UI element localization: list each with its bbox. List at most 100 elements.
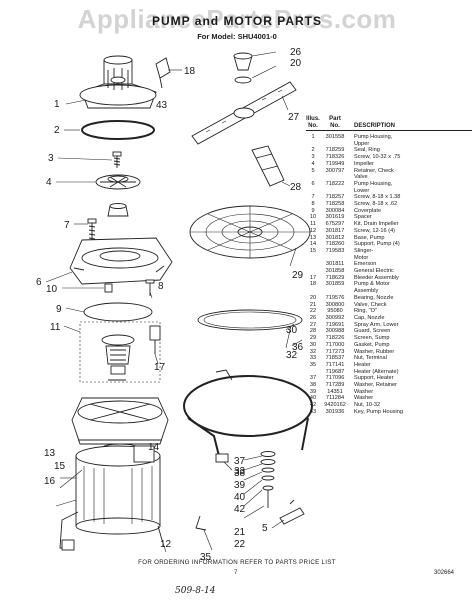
part-bleeder-assembly bbox=[149, 325, 161, 354]
row-description: Key, Pump Housing bbox=[354, 408, 404, 415]
row-illus-no: 27 bbox=[309, 321, 317, 328]
part-motor bbox=[59, 445, 161, 551]
callout-4: 4 bbox=[46, 177, 52, 188]
callout-labels: 1 2 3 4 5 6 7 8 9 10 11 12 13 14 15 16 1… bbox=[36, 47, 304, 563]
callout-3: 3 bbox=[48, 153, 54, 164]
row-part-no: 717141 bbox=[325, 361, 345, 368]
row-part-no: 300797 bbox=[325, 167, 345, 174]
row-description: Motor bbox=[354, 254, 369, 261]
part-screw-8-18-long bbox=[87, 218, 97, 242]
part-screw-12-16 bbox=[157, 525, 163, 541]
callout-16: 16 bbox=[44, 476, 56, 487]
header-part-line2: No. bbox=[330, 123, 340, 129]
row-part-no: 718259 bbox=[325, 147, 345, 154]
row-description: Nut, Terminal bbox=[354, 355, 387, 362]
callout-43: 43 bbox=[156, 100, 168, 111]
header-illus-line2: No. bbox=[308, 123, 318, 129]
row-part-no: 9420162 bbox=[324, 402, 346, 409]
row-part-no: 301812 bbox=[325, 234, 345, 241]
part-screw-8-18-short bbox=[145, 279, 155, 296]
row-description: Pump & Motor bbox=[354, 281, 390, 288]
callout-37: 37 bbox=[234, 456, 246, 467]
row-illus-no: 10 bbox=[309, 214, 317, 221]
callout-35: 35 bbox=[200, 552, 212, 563]
row-description: Pump Housing, bbox=[354, 180, 393, 187]
callout-1: 1 bbox=[54, 99, 60, 110]
row-description: Assembly bbox=[354, 288, 379, 295]
row-illus-no: 3 bbox=[311, 154, 315, 161]
part-check-valve-retainer bbox=[107, 203, 129, 217]
callout-21: 21 bbox=[234, 527, 246, 538]
callout-30: 30 bbox=[286, 325, 298, 336]
part-impeller bbox=[95, 174, 141, 190]
row-illus-no: 5 bbox=[311, 167, 315, 174]
row-description: Coverplate bbox=[354, 207, 382, 214]
part-heater-terminal bbox=[195, 515, 207, 531]
row-part-no: 717289 bbox=[325, 382, 345, 389]
row-description: Upper bbox=[354, 140, 370, 147]
callout-36: 36 bbox=[292, 342, 304, 353]
part-heater-support bbox=[215, 369, 233, 381]
callout-33: 33 bbox=[234, 466, 246, 477]
part-washer-stack bbox=[260, 451, 276, 508]
row-illus-no: 33 bbox=[309, 355, 317, 362]
row-illus-no: 22 bbox=[309, 308, 317, 315]
header-description: DESCRIPTION bbox=[354, 123, 396, 129]
callout-26: 26 bbox=[290, 47, 302, 58]
part-coverplate bbox=[83, 302, 153, 322]
parts-list-row: Valve bbox=[306, 174, 472, 181]
row-illus-no: 7 bbox=[311, 194, 315, 201]
callout-20: 20 bbox=[290, 58, 302, 69]
parts-list-row: 21 300800 Valve, Check bbox=[306, 302, 472, 309]
leader-lines bbox=[45, 51, 303, 553]
row-description: Nut, 10-32 bbox=[354, 402, 381, 409]
row-description: Guard, Screen bbox=[354, 328, 391, 335]
row-part-no: 717273 bbox=[325, 348, 345, 355]
callout-2: 2 bbox=[54, 125, 60, 136]
row-part-no: 300800 bbox=[325, 301, 345, 308]
row-description: Lower bbox=[354, 187, 370, 194]
part-pump-gasket bbox=[197, 309, 303, 331]
row-description: Spacer bbox=[354, 214, 372, 221]
row-illus-no: 13 bbox=[309, 234, 317, 241]
part-drain-impeller-kit bbox=[79, 321, 161, 383]
row-illus-no: 8 bbox=[311, 201, 315, 208]
row-description: General Electric bbox=[354, 268, 394, 275]
header-part-no: Part No. bbox=[320, 116, 350, 130]
row-part-no: 718537 bbox=[325, 355, 345, 362]
row-illus-no: 29 bbox=[309, 335, 317, 342]
row-illus-no: 1 bbox=[311, 134, 315, 140]
callout-39: 39 bbox=[234, 480, 246, 491]
row-part-no: 14351 bbox=[327, 388, 343, 395]
row-illus-no bbox=[306, 141, 320, 148]
part-heater bbox=[183, 375, 313, 461]
callout-40: 40 bbox=[234, 492, 246, 503]
callout-22: 22 bbox=[234, 539, 246, 550]
row-illus-no: 21 bbox=[309, 301, 317, 308]
callout-14: 14 bbox=[148, 442, 160, 453]
row-description: Valve, Check bbox=[354, 301, 387, 308]
part-pump-base bbox=[71, 397, 169, 445]
row-illus-no: 11 bbox=[310, 221, 316, 228]
row-illus-no: 17 bbox=[309, 274, 317, 281]
row-description: Bearing, Nozzle bbox=[354, 294, 394, 301]
row-part-no: 719576 bbox=[325, 294, 345, 301]
row-description: Support, Heater bbox=[354, 375, 394, 382]
row-description: Heater (Alternate) bbox=[354, 368, 399, 375]
part-screen-guard bbox=[251, 145, 285, 187]
row-part-no: 718260 bbox=[325, 241, 345, 248]
row-illus-no: 38 bbox=[309, 382, 317, 389]
